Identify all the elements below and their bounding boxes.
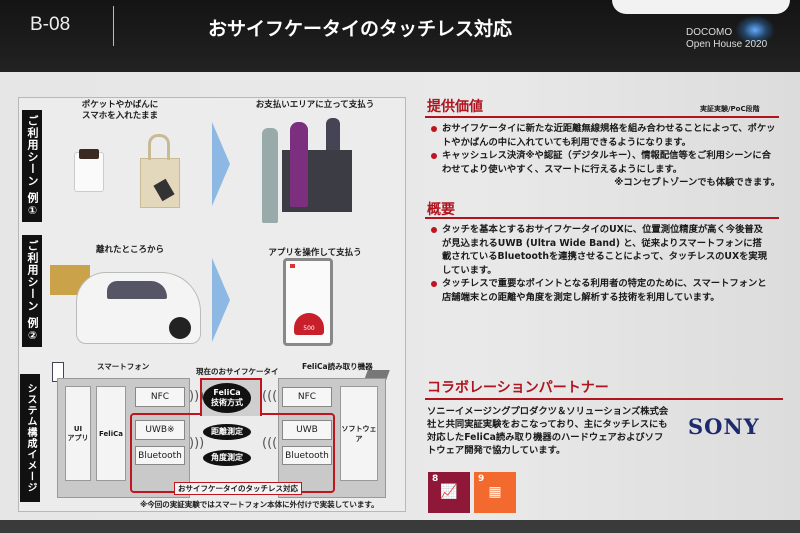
payment-amount: 500	[294, 313, 324, 335]
felica-tech-oval: FeliCa 技術方式	[203, 383, 251, 413]
page-title: おサイフケータイのタッチレス対応	[207, 18, 512, 40]
phone-uwb: UWB※	[135, 420, 185, 440]
sony-logo: SONY	[688, 414, 760, 439]
tote-bag-illustration	[140, 158, 180, 208]
arrow-right-icon	[212, 122, 230, 206]
distance-measurement: 距離測定	[203, 424, 251, 440]
value-note: ※コンセプトゾーンでも体験できます。	[614, 177, 780, 188]
sdg-number: 8	[432, 474, 439, 484]
clerk-illustration	[326, 118, 340, 150]
ui-app-column: UI アプリ	[65, 386, 91, 481]
value-list: おサイフケータイに新たな近距離無線規格を組み合わせることによって、ポケットやかば…	[428, 122, 780, 190]
angle-measurement: 角度測定	[203, 450, 251, 466]
scene1-label: ご利用シーン 例①	[22, 110, 42, 222]
reader-bluetooth: Bluetooth	[282, 446, 332, 465]
value-bullet: おサイフケータイに新たな近距離無線規格を組み合わせることによって、ポケットやかば…	[428, 122, 780, 149]
overview-rule	[425, 217, 779, 219]
touchless-label: おサイフケータイのタッチレス対応	[174, 482, 302, 495]
wireless-wave-icon: )))	[189, 389, 205, 404]
felica-column: FeliCa	[96, 386, 126, 481]
booth-code: B-08	[30, 14, 71, 35]
phone-app-illustration: 500	[283, 258, 333, 346]
reader-nfc: NFC	[282, 387, 332, 407]
partner-text: ソニーイメージングプロダクツ＆ソリューションズ株式会社と共同実証実験をおこなって…	[427, 406, 669, 456]
reader-uwb: UWB	[282, 420, 332, 440]
event-line1: DOCOMO	[686, 27, 733, 38]
pocket-illustration	[74, 149, 104, 192]
overview-heading: 概要	[427, 202, 455, 218]
wireless-wave-icon: (((	[262, 389, 278, 404]
scene2-label: ご利用シーン 例②	[22, 235, 42, 347]
sdg-8-icon: 8📈	[428, 472, 470, 513]
current-osaifu-label: 現在のおサイフケータイ	[196, 367, 279, 376]
system-label: システム構成イメージ	[20, 374, 40, 502]
overview-bullet: タッチを基本とするおサイフケータイのUXに、位置測位精度が高く今後普及が見込まれ…	[428, 223, 768, 277]
tote-handle	[148, 134, 170, 160]
scene1-after-caption: お支払いエリアに立って支払う	[255, 100, 375, 110]
customer-woman-illustration	[290, 122, 308, 207]
wireless-wave-icon: )))	[189, 436, 205, 451]
scene2-before-caption: 離れたところから	[95, 245, 164, 255]
floor-edge	[0, 520, 800, 533]
car-illustration	[76, 272, 201, 344]
scene2-after-caption: アプリを操作して支払う	[268, 248, 362, 258]
reader-label: FeliCa読み取り機器	[302, 362, 373, 371]
overview-bullet: タッチレスで重要なポイントとなる利用者の特定のために、スマートフォンと店舗端末と…	[428, 277, 768, 304]
sdg-9-icon: 9▦	[474, 472, 516, 513]
customer-illustration	[262, 128, 278, 223]
scene1-before-caption: ポケットやかばんに スマホを入れたまま	[81, 100, 159, 121]
value-rule	[425, 116, 779, 118]
event-logo-bubble	[612, 0, 790, 14]
partner-rule	[425, 398, 783, 400]
system-footnote: ※今回の実証実験ではスマートフォン本体に外付けで実装しています。	[140, 500, 379, 509]
overview-list: タッチを基本とするおサイフケータイのUXに、位置測位精度が高く今後普及が見込まれ…	[428, 223, 768, 304]
stage-label: 実証実験/PoC段階	[700, 105, 760, 113]
event-line2: Open House 2020	[686, 39, 768, 50]
arrow-right-icon	[212, 258, 230, 342]
light-glow	[735, 15, 775, 45]
value-bullet: キャッシュレス決済※や認証（デジタルキー）、情報配信等をご利用シーンに合わせてよ…	[428, 149, 780, 176]
phone-bluetooth: Bluetooth	[135, 446, 185, 465]
phone-nfc: NFC	[135, 387, 185, 407]
header-divider	[113, 6, 114, 46]
sdg-number: 9	[478, 474, 485, 484]
partner-heading: コラボレーションパートナー	[427, 380, 609, 396]
smartphone-label: スマートフォン	[97, 362, 150, 371]
wireless-wave-icon: (((	[262, 436, 278, 451]
software-column: ソフトウェア	[340, 386, 378, 481]
value-heading: 提供価値	[427, 99, 483, 115]
